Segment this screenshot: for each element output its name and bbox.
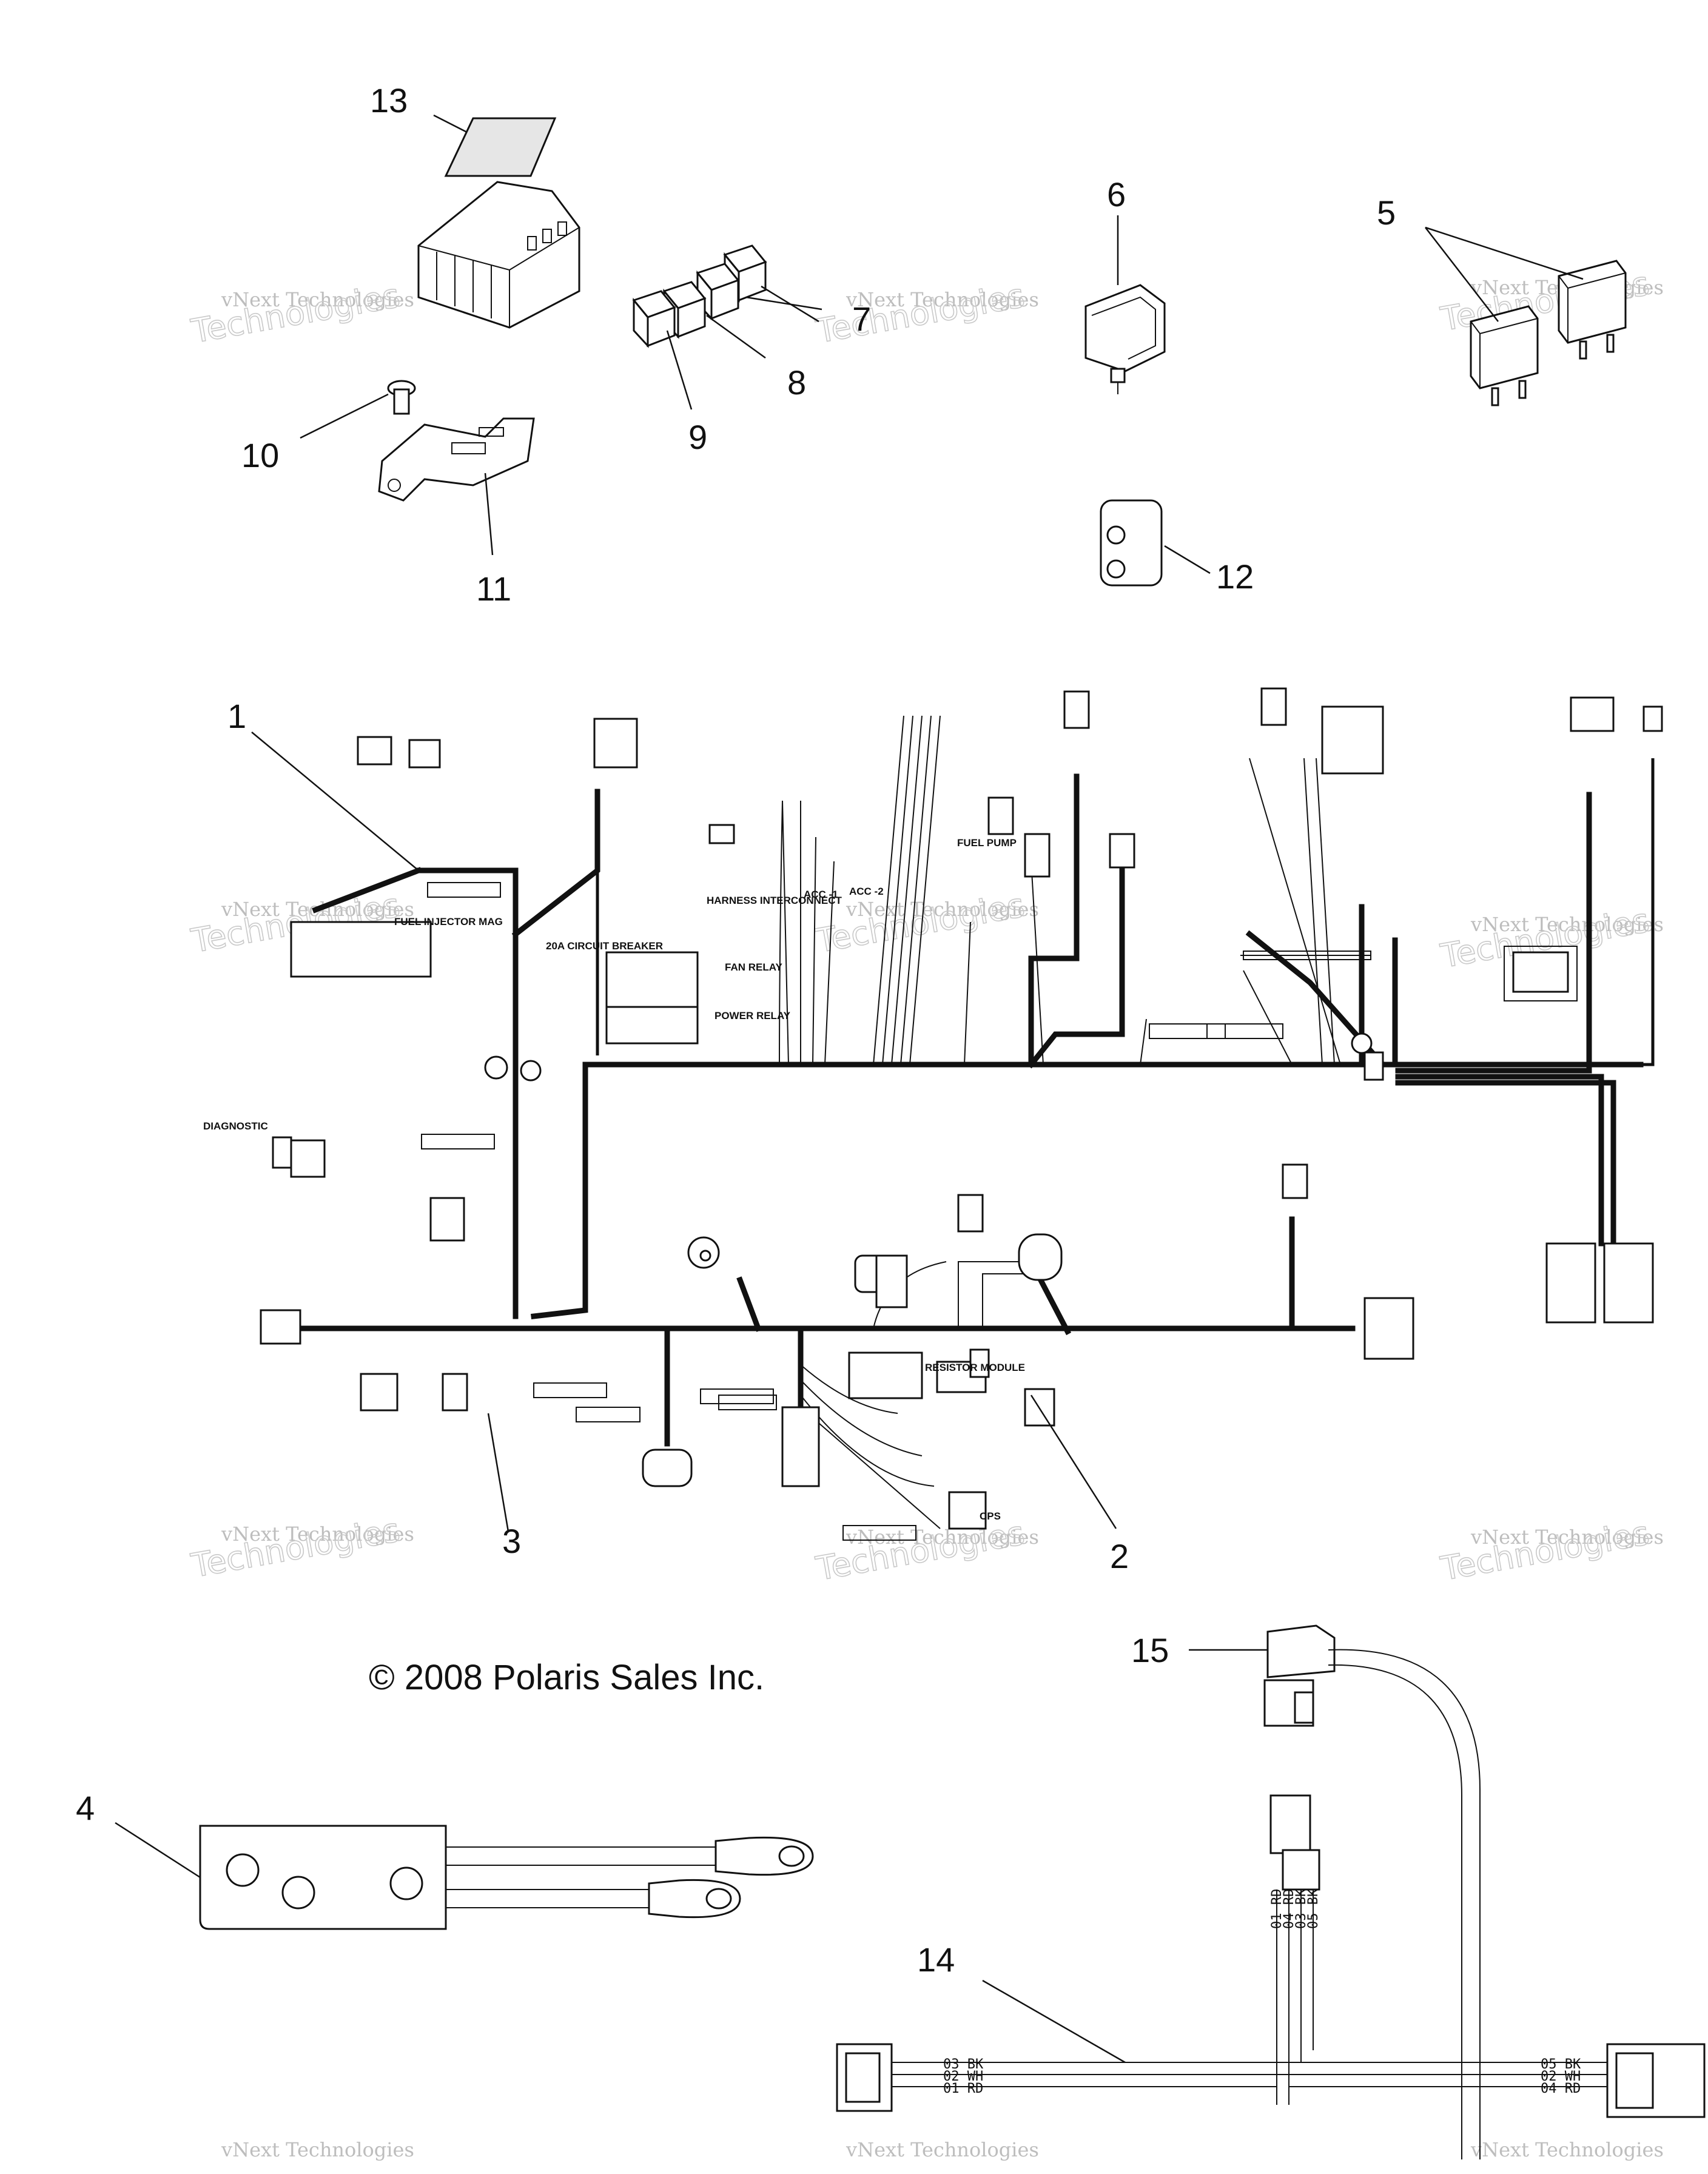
wire-code: 04 RD: [1541, 2081, 1581, 2096]
callout-10: 10: [241, 436, 279, 474]
watermark: vNext Technologies Technologies: [813, 1513, 1039, 1589]
circuit-breaker-label: 20A CIRCUIT BREAKER: [546, 940, 663, 952]
callout-7: 7: [852, 300, 871, 338]
svg-text:vNext Technologies: vNext Technologies: [846, 1526, 1039, 1549]
svg-text:vNext Technologies: vNext Technologies: [846, 2138, 1039, 2161]
svg-text:Technologies: Technologies: [813, 277, 1027, 351]
resistor-module-label: RESISTOR MODULE: [925, 1362, 1025, 1373]
part-5-relays: [1425, 226, 1627, 406]
svg-text:vNext Technologies: vNext Technologies: [221, 1523, 414, 1546]
watermark: vNext Technologies: [221, 2138, 414, 2161]
svg-text:vNext Technologies: vNext Technologies: [846, 288, 1039, 311]
svg-text:vNext Technologies: vNext Technologies: [1470, 913, 1664, 936]
wire-code: 02 WH: [943, 2069, 983, 2084]
wire-code: 03 BK: [943, 2057, 984, 2072]
svg-text:vNext Technologies: vNext Technologies: [221, 2138, 414, 2161]
part-6-sensor: [1084, 215, 1166, 394]
part-10-screw: [300, 380, 416, 439]
callout-8: 8: [787, 363, 806, 402]
callout-12: 12: [1216, 557, 1254, 596]
watermark: vNext Technologies Technologies: [813, 276, 1039, 351]
watermark: vNext Technologies Technologies: [188, 1510, 414, 1586]
harness-labels: FUEL INJECTOR MAG 20A CIRCUIT BREAKER HA…: [203, 837, 1025, 1522]
svg-text:vNext Technologies: vNext Technologies: [846, 898, 1039, 921]
main-harness: [251, 687, 1663, 1541]
part-11-bracket: [378, 417, 535, 556]
copyright-notice: © 2008 Polaris Sales Inc.: [369, 1658, 764, 1697]
callout-3: 3: [502, 1522, 521, 1560]
svg-text:Technologies: Technologies: [188, 1511, 403, 1585]
acc-2-label: ACC -2: [849, 886, 884, 897]
callout-4: 4: [76, 1789, 95, 1827]
wire-code: 01 RD: [1269, 1889, 1285, 1929]
fan-relay-label: FAN RELAY: [725, 961, 782, 973]
callout-15: 15: [1131, 1631, 1169, 1669]
wire-code: 04 RD: [1282, 1889, 1297, 1929]
svg-text:vNext Technologies: vNext Technologies: [221, 288, 414, 311]
watermark: vNext Technologies Technologies: [188, 276, 414, 351]
wire-code: 05 BK: [1306, 1888, 1321, 1929]
wire-code: 01 RD: [943, 2081, 983, 2096]
part-12-switch: [1100, 499, 1211, 587]
svg-text:vNext Technologies: vNext Technologies: [1470, 2138, 1664, 2161]
svg-text:Technologies: Technologies: [188, 277, 403, 351]
cps-label: CPS: [980, 1510, 1001, 1522]
part-7-8-9-fuses: [632, 244, 822, 410]
callout-5: 5: [1377, 194, 1396, 232]
callout-numbers: 1 2 3 4 5 6 7 8 9 10 11 12 13 14 15: [76, 81, 1396, 1979]
callout-6: 6: [1107, 175, 1126, 214]
wire-code: 05 BK: [1541, 2057, 1581, 2072]
watermark: vNext Technologies Technologies: [1437, 1513, 1664, 1589]
svg-text:vNext Technologies: vNext Technologies: [1470, 1526, 1664, 1549]
callout-2: 2: [1110, 1537, 1129, 1575]
fuel-pump-label: FUEL PUMP: [957, 837, 1017, 849]
svg-text:Technologies: Technologies: [813, 1514, 1027, 1588]
callout-1: 1: [227, 697, 246, 735]
callout-9: 9: [688, 418, 707, 456]
harness-interconnect-label: HARNESS INTERCONNECT: [707, 895, 842, 906]
part-4-battery-cable: [115, 1822, 814, 1930]
callout-13: 13: [370, 81, 408, 119]
fuel-injector-label: FUEL INJECTOR MAG: [394, 916, 503, 927]
power-relay-label: POWER RELAY: [714, 1010, 791, 1021]
diagnostic-label: DIAGNOSTIC: [203, 1120, 268, 1132]
wire-code: 03 BK: [1294, 1888, 1309, 1929]
acc-1-label: ACC -1: [804, 889, 838, 900]
wire-code: 02 WH: [1541, 2069, 1581, 2084]
watermark: vNext Technologies: [846, 2138, 1039, 2161]
part-14-15-sub-harness: 03 BK 02 WH 01 RD 05 BK 02 WH 04 RD 01 R…: [836, 1624, 1706, 2159]
part-13-fuse-box: [417, 114, 580, 329]
callout-14: 14: [917, 1940, 955, 1979]
svg-text:Technologies: Technologies: [1437, 1514, 1652, 1588]
watermark: vNext Technologies Technologies: [813, 886, 1039, 961]
callout-11: 11: [476, 570, 511, 608]
watermark: vNext Technologies: [1470, 2138, 1664, 2161]
